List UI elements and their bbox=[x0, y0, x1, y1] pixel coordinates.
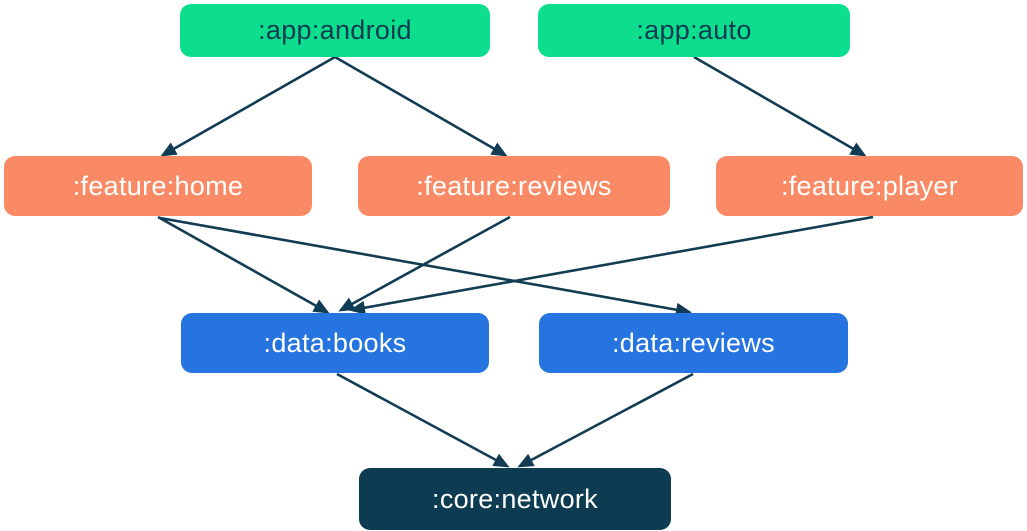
node-app-auto: :app:auto bbox=[538, 4, 850, 57]
node-label-app-android: :app:android bbox=[258, 15, 412, 45]
node-feature-home: :feature:home bbox=[4, 156, 312, 216]
node-label-data-reviews: :data:reviews bbox=[612, 327, 775, 358]
node-label-core-network: :core:network bbox=[432, 483, 598, 514]
node-label-data-books: :data:books bbox=[263, 327, 407, 358]
edge-feature-reviews-to-data-books bbox=[338, 215, 511, 312]
node-app-android: :app:android bbox=[180, 4, 490, 57]
edge-app-android-to-feature-reviews bbox=[334, 55, 508, 157]
edge-data-reviews-to-core-network bbox=[517, 372, 694, 468]
node-label-feature-reviews: :feature:reviews bbox=[416, 170, 612, 201]
node-label-feature-player: :feature:player bbox=[780, 170, 959, 201]
node-feature-player: :feature:player bbox=[716, 156, 1023, 216]
node-label-feature-home: :feature:home bbox=[72, 170, 244, 201]
edge-feature-player-to-data-books bbox=[349, 215, 874, 315]
edge-app-auto-to-feature-player bbox=[693, 55, 867, 157]
node-core-network: :core:network bbox=[359, 468, 671, 530]
node-label-app-auto: :app:auto bbox=[636, 15, 752, 45]
edge-data-books-to-core-network bbox=[336, 372, 510, 468]
node-data-reviews: :data:reviews bbox=[539, 313, 848, 373]
node-data-books: :data:books bbox=[181, 313, 489, 373]
node-feature-reviews: :feature:reviews bbox=[358, 156, 670, 216]
edge-app-android-to-feature-home bbox=[160, 55, 336, 157]
edge-feature-home-to-data-books bbox=[157, 215, 330, 314]
